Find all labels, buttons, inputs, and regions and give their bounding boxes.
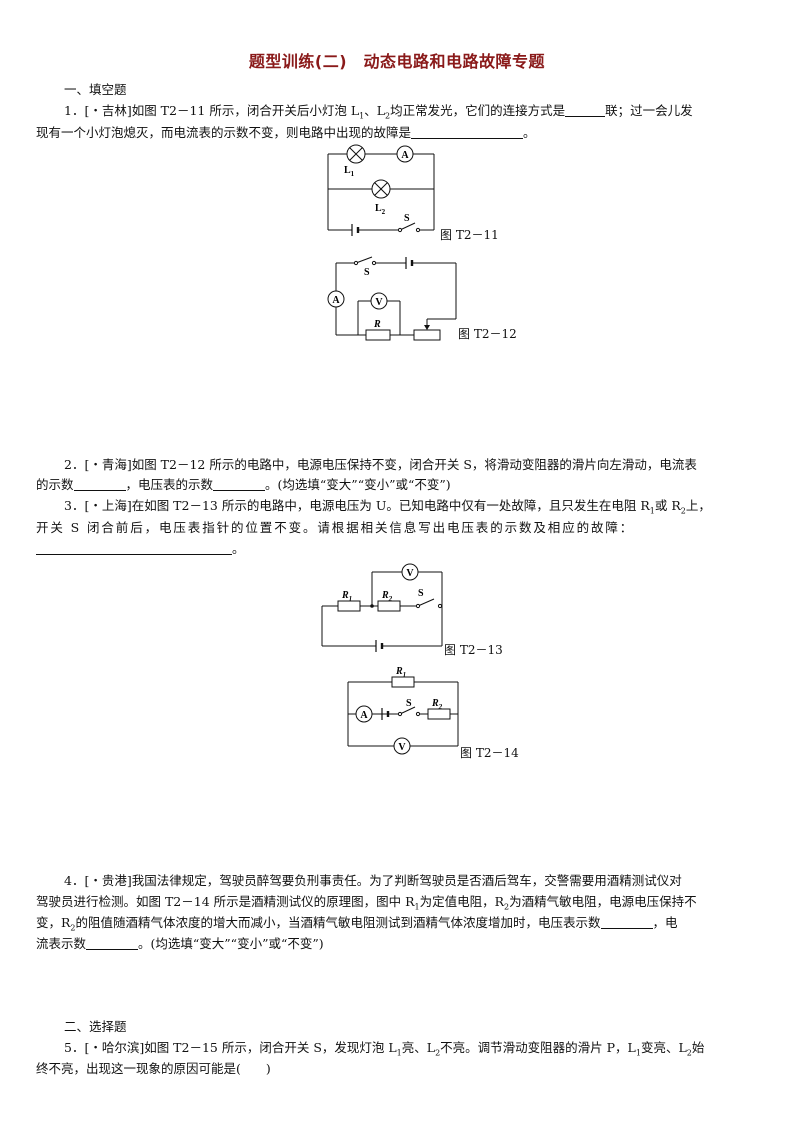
switch-symbol xyxy=(397,222,421,233)
s-label: S xyxy=(418,588,424,599)
page-title: 题型训练(二) 动态电路和电路故障专题 xyxy=(248,52,546,71)
question-5-line-2: 终不亮，出现这一现象的原因可能是( ) xyxy=(36,1061,271,1076)
answer-blank[interactable] xyxy=(213,476,266,491)
r1-label: R1 xyxy=(395,666,406,679)
svg-text:V: V xyxy=(398,742,406,753)
resistor-r1-symbol xyxy=(391,676,415,688)
question-2-line-2: 的示数，电压表的示数。(均选填“变大”“变小”或“不变”) xyxy=(36,476,451,492)
figure-label-t2-11: 图 T2－11 xyxy=(440,228,499,242)
answer-blank[interactable] xyxy=(73,476,126,491)
resistor-r1-symbol xyxy=(337,600,361,612)
battery-symbol xyxy=(375,640,384,652)
resistor-symbol xyxy=(365,329,391,341)
circuit-diagram-t2-14: A V R1 R2 S xyxy=(347,666,459,755)
question-3-line-3: 。 xyxy=(36,539,245,559)
svg-text:A: A xyxy=(401,150,409,161)
question-4-line-4: 流表示数。(均选填“变大”“变小”或“不变”) xyxy=(36,935,324,951)
battery-symbol xyxy=(381,708,390,720)
svg-text:V: V xyxy=(406,568,414,579)
question-5-line-1: 5．[・哈尔滨]如图 T2－15 所示，闭合开关 S，发现灯泡 L1亮、L2不亮… xyxy=(64,1040,705,1058)
switch-symbol xyxy=(353,256,377,266)
circuit-diagram-t2-11: A L1 L2 S xyxy=(327,144,435,236)
switch-symbol xyxy=(397,706,421,717)
svg-text:A: A xyxy=(332,295,340,306)
s-label: S xyxy=(364,267,370,278)
ammeter-symbol: A xyxy=(396,145,414,163)
r1-label: R1 xyxy=(341,590,352,603)
question-4-line-3: 变，R2的阻值随酒精气体浓度的增大而减小，当酒精气敏电阻测试到酒精气体浓度增加时… xyxy=(36,914,678,933)
voltmeter-symbol: V xyxy=(370,292,388,310)
resistor-r2-symbol xyxy=(377,600,401,612)
ammeter-symbol: A xyxy=(327,290,345,308)
circuit-diagram-t2-13: V R1 R2 S xyxy=(321,563,443,652)
r2-label: R2 xyxy=(431,698,443,711)
lamp-l2-symbol xyxy=(371,179,391,199)
question-4-line-2: 驾驶员进行检测。如图 T2－14 所示是酒精测试仪的原理图，图中 R1为定值电阻… xyxy=(36,894,697,912)
answer-blank[interactable] xyxy=(565,102,606,117)
r-label: R xyxy=(373,319,381,330)
s-label: S xyxy=(404,213,410,224)
r2-label: R2 xyxy=(381,590,393,603)
battery-symbol xyxy=(405,257,414,269)
figure-label-t2-12: 图 T2－12 xyxy=(458,327,517,341)
l1-label: L1 xyxy=(344,165,355,178)
question-1-line-1: 1．[・吉林]如图 T2－11 所示，闭合开关后小灯泡 L1、L2均正常发光，它… xyxy=(64,102,693,121)
figure-label-t2-14: 图 T2－14 xyxy=(460,746,519,760)
resistor-r2-symbol xyxy=(427,708,451,720)
answer-blank[interactable] xyxy=(411,124,524,139)
section-heading-fill: 一、填空题 xyxy=(64,82,127,97)
voltmeter-symbol: V xyxy=(393,737,411,755)
lamp-l1-symbol xyxy=(346,144,366,164)
question-4-line-1: 4．[・贵港]我国法律规定，驾驶员醉驾要负刑事责任。为了判断驾驶员是否酒后驾车，… xyxy=(64,873,682,888)
question-1-line-2: 现有一个小灯泡熄灭，而电流表的示数不变，则电路中出现的故障是。 xyxy=(36,124,536,140)
voltmeter-symbol: V xyxy=(401,563,419,581)
answer-blank[interactable] xyxy=(600,914,653,929)
svg-text:V: V xyxy=(375,297,383,308)
switch-symbol xyxy=(415,598,443,609)
svg-text:A: A xyxy=(360,710,368,721)
answer-blank[interactable] xyxy=(86,935,139,950)
question-3-line-2: 开关 S 闭合前后，电压表指针的位置不变。请根据相关信息写出电压表的示数及相应的… xyxy=(36,520,635,535)
battery-symbol xyxy=(351,224,360,236)
ammeter-symbol: A xyxy=(355,705,373,723)
question-2-line-1: 2．[・青海]如图 T2－12 所示的电路中，电源电压保持不变，闭合开关 S，将… xyxy=(64,457,697,472)
section-heading-choice: 二、选择题 xyxy=(64,1019,127,1034)
question-3-line-1: 3．[・上海]在如图 T2－13 所示的电路中，电源电压为 U。已知电路中仅有一… xyxy=(64,498,711,516)
circuit-diagram-t2-12: A V S R xyxy=(327,256,457,341)
s-label: S xyxy=(406,698,412,709)
figure-label-t2-13: 图 T2－13 xyxy=(444,643,503,657)
answer-blank[interactable] xyxy=(36,540,232,555)
l2-label: L2 xyxy=(375,203,386,216)
rheostat-symbol xyxy=(413,325,441,341)
